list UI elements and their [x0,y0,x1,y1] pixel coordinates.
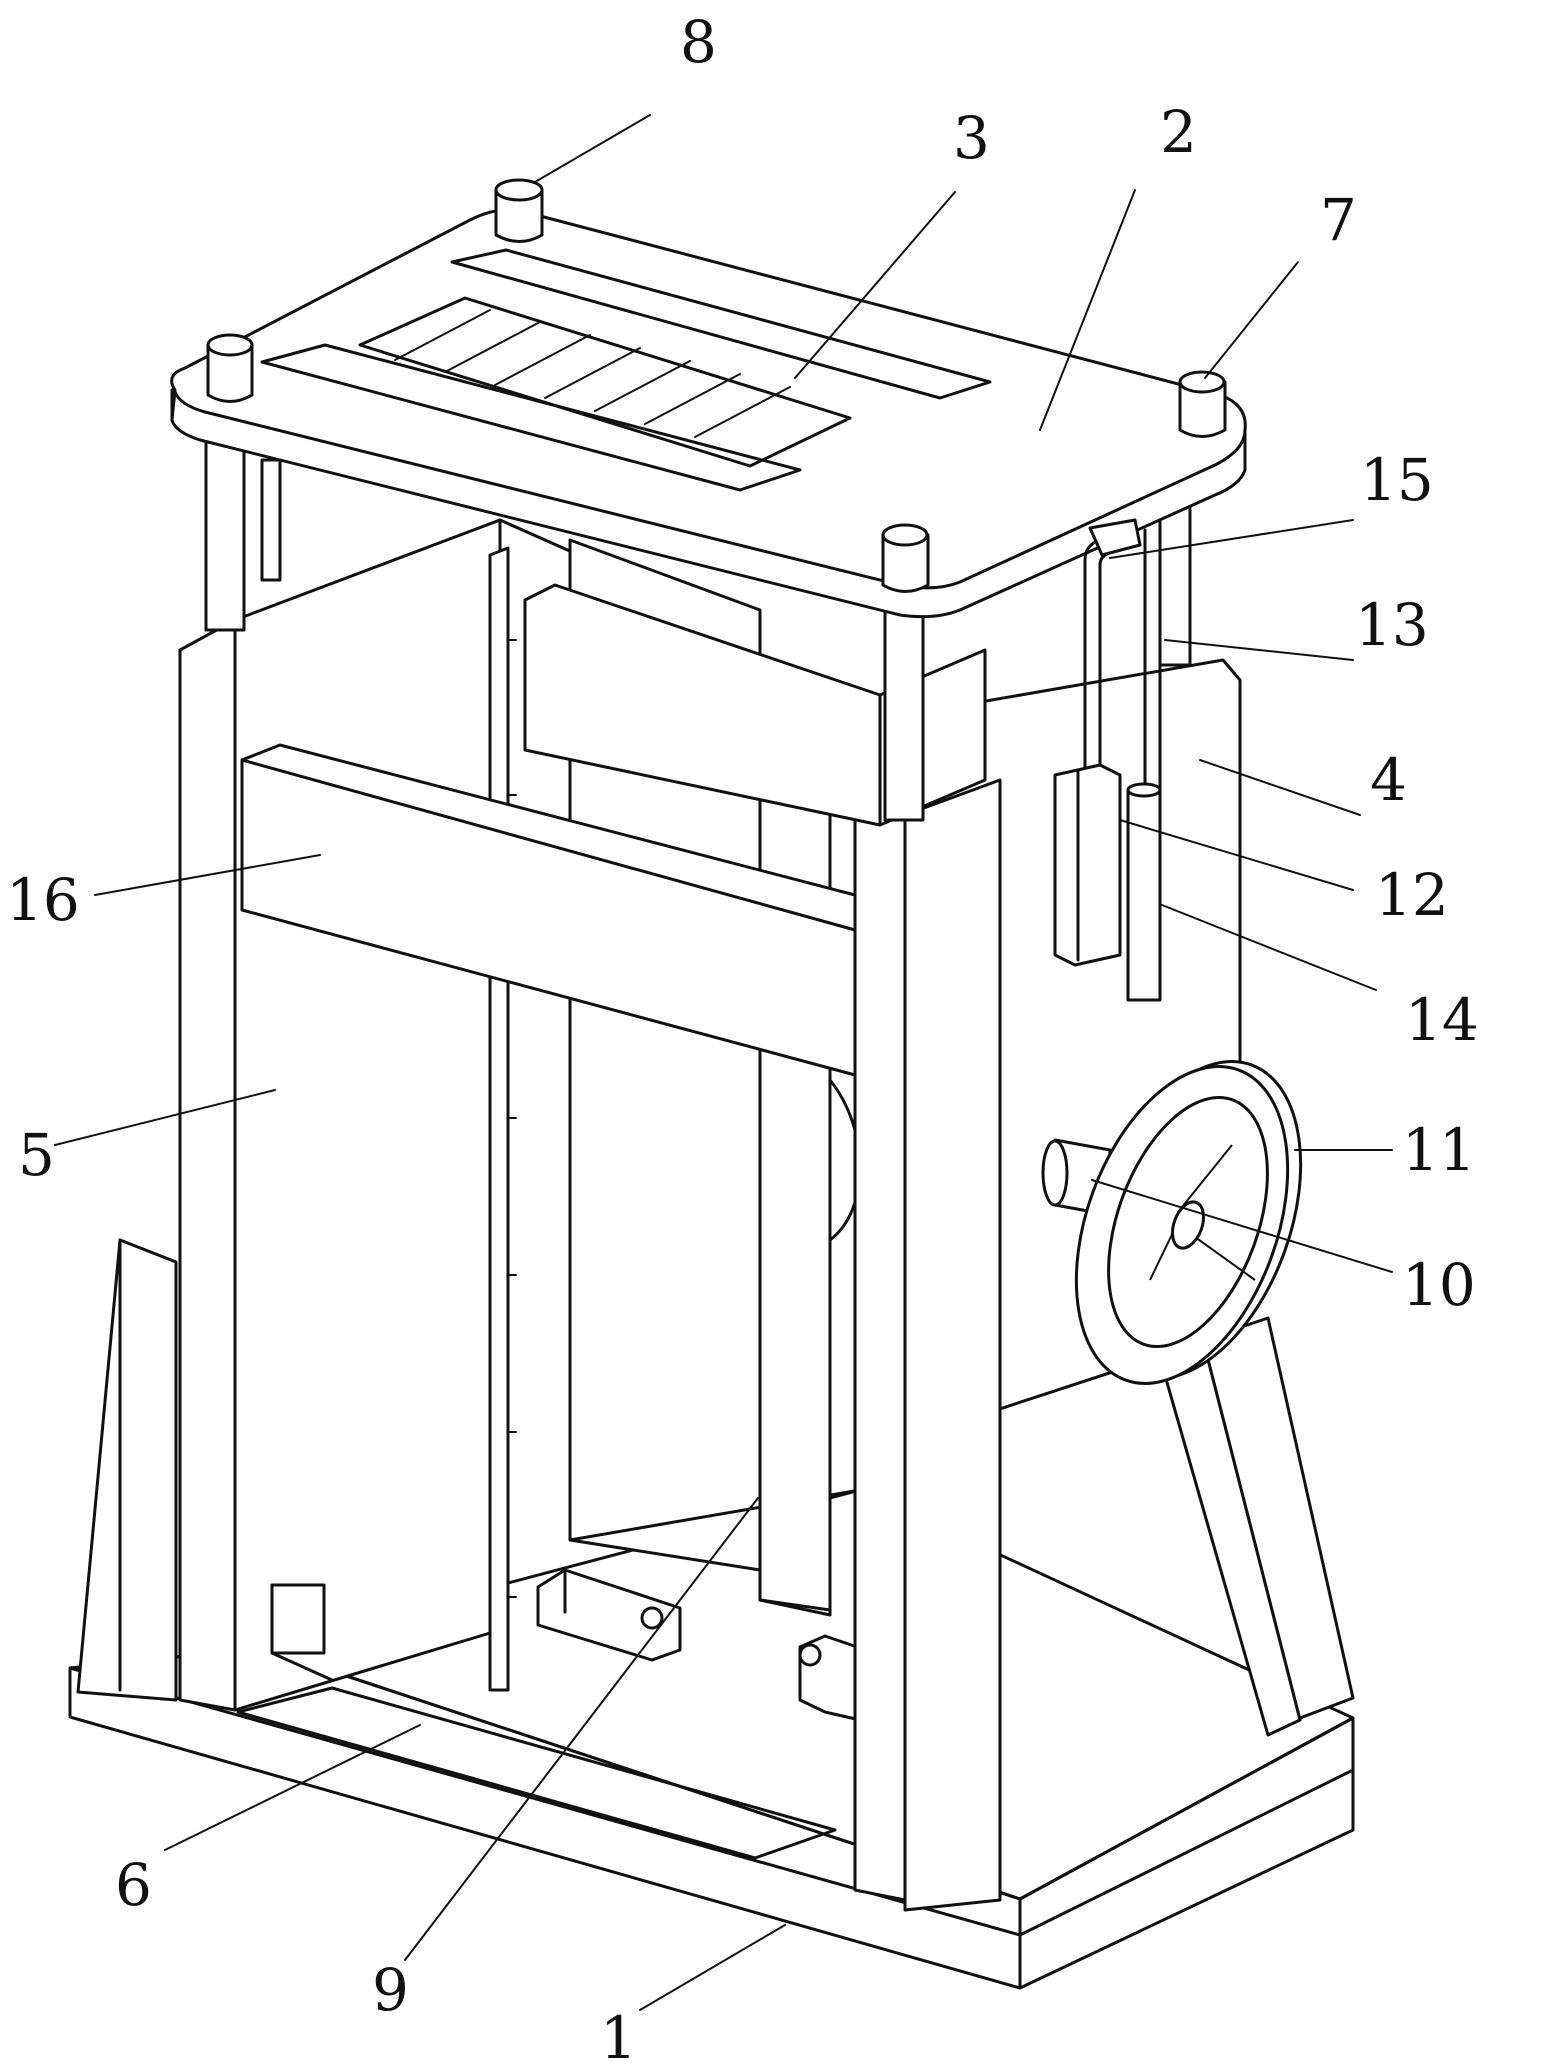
cutter-grid [260,248,992,492]
leader-1 [639,1924,786,2011]
leader-5 [54,1089,276,1146]
callout-16: 16 [6,866,80,934]
clamp-left [536,1568,682,1662]
leader-10 [1091,1179,1393,1273]
callout-6: 6 [115,1851,152,1919]
callout-labels: 8 3 2 7 15 13 4 12 14 16 5 11 10 9 6 1 [6,8,1479,2064]
cylinder-assembly [1053,518,1162,1002]
leader-3 [794,191,956,379]
post-caps [206,178,1227,593]
bottom-tray [236,1686,837,1860]
callout-1: 1 [600,2004,637,2064]
leader-9 [404,1497,759,1961]
scale-strip [488,546,517,1692]
callout-8: 8 [680,8,717,76]
callout-12: 12 [1375,861,1449,929]
callout-10: 10 [1402,1251,1476,1319]
crossbeam [240,743,857,1077]
leader-16 [94,854,321,896]
callout-13: 13 [1355,591,1429,659]
leader-7 [1204,261,1299,379]
right-upright-block [1158,1316,1355,1737]
handwheel [1041,1060,1303,1385]
leader-6 [164,1724,421,1851]
leader-lines [54,114,1393,2011]
callout-5: 5 [18,1121,55,1189]
clamp-right [798,1634,862,1722]
leader-12 [1119,819,1354,891]
top-plate [170,208,1247,619]
leader-4 [1199,759,1361,816]
callout-14: 14 [1405,986,1479,1054]
leader-8 [534,114,651,183]
callout-15: 15 [1360,446,1434,514]
leader-2 [1039,189,1136,431]
callout-3: 3 [953,104,990,172]
leader-15 [1109,519,1354,559]
callout-11: 11 [1402,1116,1476,1184]
callout-7: 7 [1320,186,1357,254]
callout-9: 9 [372,1956,409,2024]
leader-13 [1164,639,1354,661]
callout-4: 4 [1370,746,1407,814]
leader-14 [1161,904,1377,991]
callout-2: 2 [1160,98,1197,166]
left-upright-block [76,1238,178,1702]
front-pillar [758,688,832,1612]
